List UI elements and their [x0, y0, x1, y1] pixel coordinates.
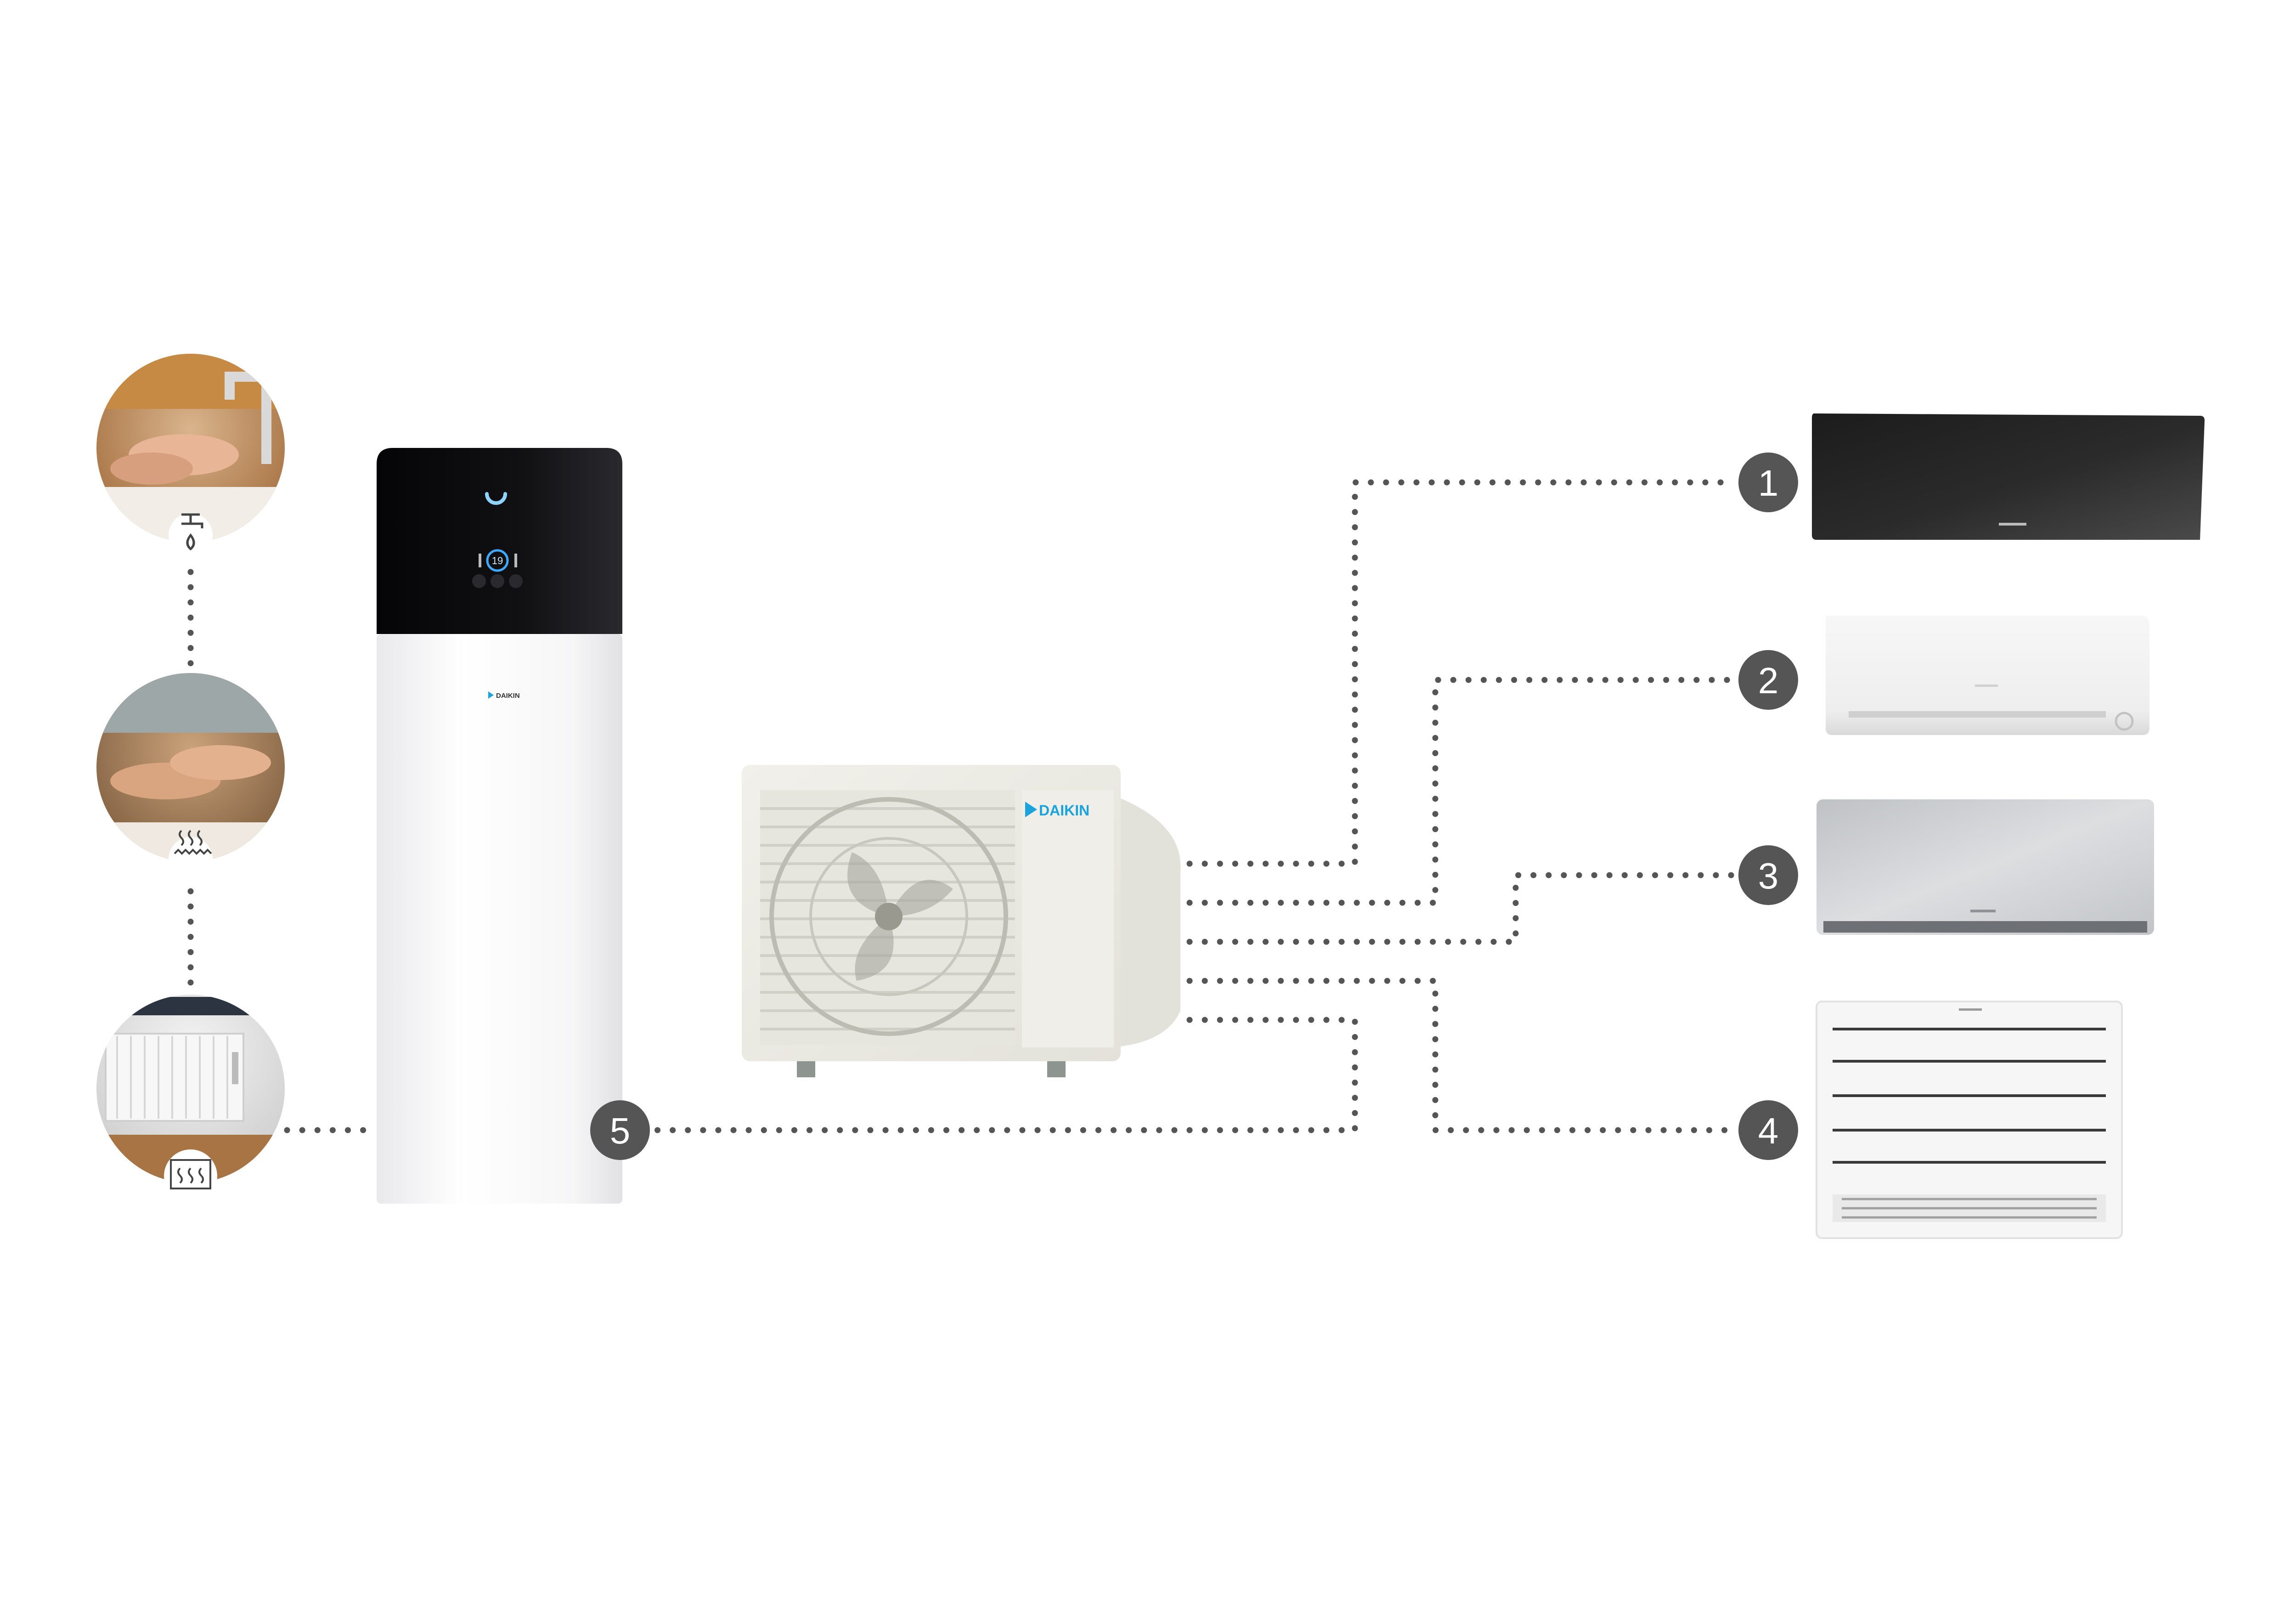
indoor-unit-2 [1826, 616, 2149, 735]
fan-icon [847, 852, 953, 981]
connector-lines [187, 479, 1735, 1133]
indoor-unit-3 [1816, 799, 2154, 935]
radiator-icon [170, 1159, 211, 1189]
status-light-icon [485, 492, 507, 505]
svg-text:1: 1 [1758, 463, 1779, 504]
hot-water-tank-unit: 19 DAIKIN [377, 448, 622, 1204]
number-badges: 1 2 3 4 5 [590, 453, 1798, 1160]
badge-hydrobox: 5 [590, 1100, 650, 1160]
badge-unit-1: 1 [1738, 453, 1798, 512]
tank-brand-logo: DAIKIN [488, 691, 520, 700]
badge-unit-3: 3 [1738, 845, 1798, 905]
tank-control-panel: 19 [472, 549, 523, 588]
application-underfloor-heating [96, 673, 285, 881]
connector-to-unit-3 [1186, 872, 1735, 945]
svg-text:3: 3 [1758, 855, 1779, 896]
svg-text:5: 5 [610, 1110, 631, 1151]
application-domestic-hot-water [96, 354, 285, 557]
connector-to-unit-1 [1186, 479, 1735, 867]
application-radiator-heating [96, 995, 285, 1203]
badge-unit-2: 2 [1738, 650, 1798, 710]
floor-heating-icon [174, 830, 212, 855]
outdoor-unit: DAIKIN [742, 765, 1181, 1077]
tap-water-icon [181, 513, 203, 551]
svg-text:2: 2 [1758, 660, 1779, 701]
tank-button-right[interactable] [509, 574, 523, 588]
svg-text:4: 4 [1758, 1110, 1779, 1151]
tank-button-center[interactable] [491, 574, 504, 588]
svg-text:DAIKIN: DAIKIN [496, 692, 520, 700]
outdoor-brand-logo: DAIKIN [1025, 802, 1089, 819]
connector-to-unit-4 [1186, 978, 1735, 1133]
fan-guard [769, 797, 1008, 1036]
indoor-unit-4 [1816, 1001, 2123, 1239]
indoor-unit-1 [1812, 413, 2205, 540]
tank-display-readout: 19 [492, 555, 503, 566]
badge-unit-4: 4 [1738, 1100, 1798, 1160]
tank-button-left[interactable] [472, 574, 486, 588]
connector-to-unit-2 [1186, 677, 1735, 906]
connector-to-hydrobox [654, 1017, 1358, 1133]
svg-text:DAIKIN: DAIKIN [1039, 802, 1089, 819]
